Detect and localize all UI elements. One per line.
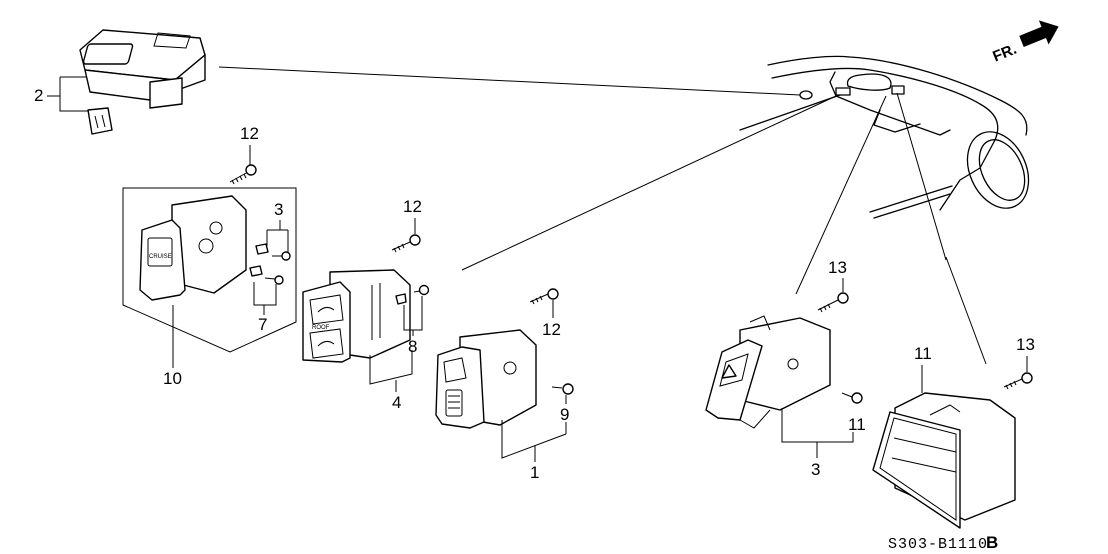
svg-text:13: 13 [1016,335,1035,354]
part-2-mirror-switch [79,29,206,135]
front-direction-indicator: FR. [990,20,1059,66]
part-10-screw-5 [255,243,291,261]
part-4-roof-switch: ROOF [302,269,411,363]
svg-text:FR.: FR. [990,41,1019,66]
front-arrow-icon [1019,20,1059,47]
part-4-screw-7 [395,284,430,305]
svg-text:12: 12 [542,320,561,339]
svg-text:ROOF: ROOF [312,325,330,331]
svg-text:7: 7 [258,315,267,334]
svg-text:4: 4 [392,393,401,412]
callout-1: 1 [501,420,567,482]
svg-text:11: 11 [914,344,932,363]
callout-10: 10 [163,305,182,388]
svg-text:12: 12 [240,124,259,143]
svg-text:11: 11 [848,415,866,434]
svg-text:B: B [986,533,998,552]
screw-12-a: 12 [229,124,259,185]
svg-text:3: 3 [811,460,820,479]
screw-12-c: 12 [529,288,561,339]
svg-text:12: 12 [403,197,422,216]
screw-12-b: 12 [391,197,422,253]
svg-text:13: 13 [828,258,847,277]
svg-text:9: 9 [560,405,569,424]
svg-text:10: 10 [163,369,182,388]
svg-text:2: 2 [34,86,43,105]
screw-13-a: 13 [817,258,849,313]
svg-text:3: 3 [274,200,283,219]
part-10-cruise-switch: CRUISE [122,187,297,353]
svg-text:8: 8 [408,337,417,356]
part-3-screw-9: 11 [841,392,866,434]
vehicle-outline [739,55,1030,219]
part-11-pocket [872,392,1016,529]
callout-4: 4 [369,350,413,412]
screw-13-b: 13 [1003,335,1035,390]
part-3-hazard-switch [705,315,831,429]
svg-text:CRUISE: CRUISE [149,254,172,260]
part-1-screw-8: 9 [551,383,574,434]
svg-text:1: 1 [530,463,539,482]
callout-5: 3 [266,200,289,252]
locator-lines [218,66,987,365]
callout-6: 7 [253,282,277,334]
part-10-screw-6 [249,265,284,285]
drawing-code: S303-B1110 B [888,533,998,553]
callout-7: 8 [403,296,423,356]
callout-2: 2 [34,76,88,112]
callout-3: 3 [781,408,854,479]
part-1-dimmer-switch [435,329,537,429]
svg-text:S303-B1110: S303-B1110 [888,536,988,553]
callout-11: 11 [914,344,932,393]
